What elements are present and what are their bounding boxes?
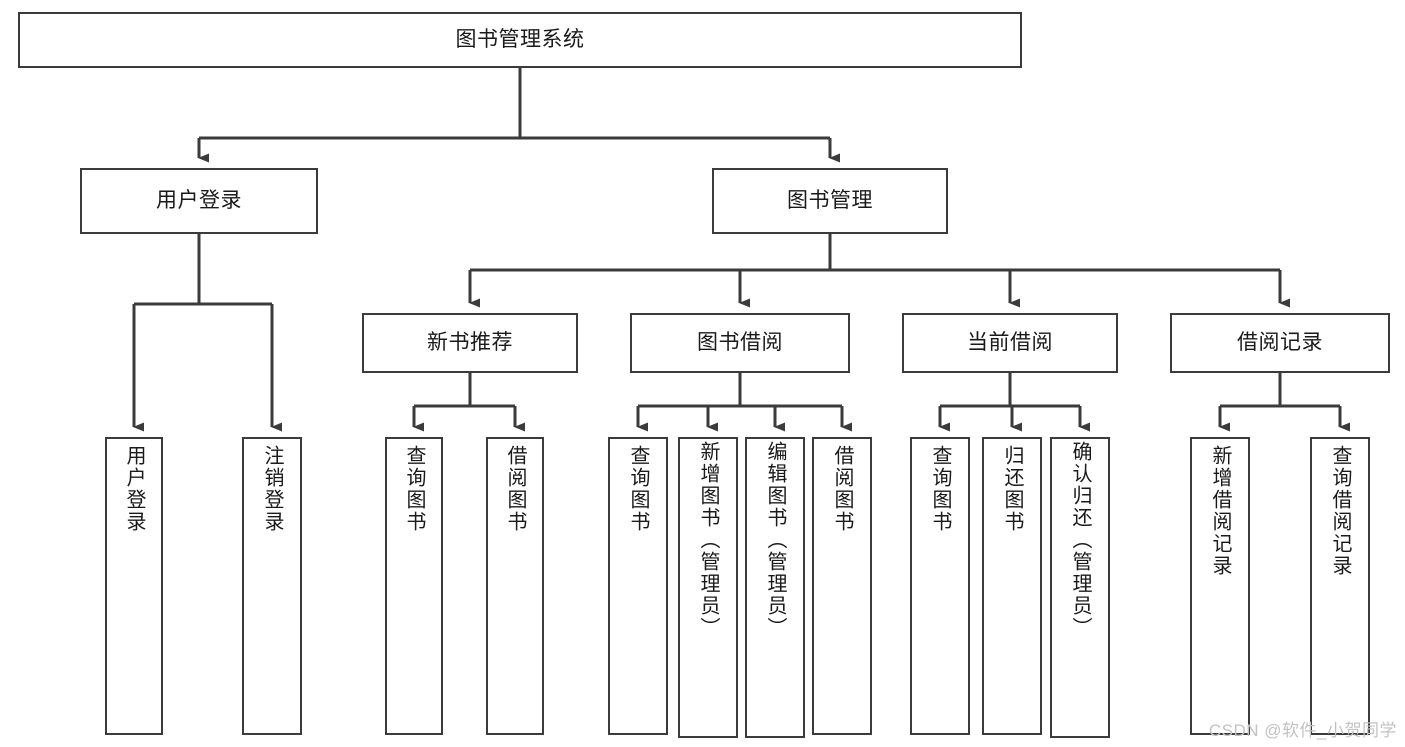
node-leaf-add-book-label: 新增图书（管理员）: [697, 441, 719, 639]
node-book-borrow-label: 图书借阅: [697, 330, 783, 354]
node-leaf-confirm-return-label: 确认归还（管理员）: [1069, 441, 1091, 639]
node-leaf-edit-book[interactable]: 编辑图书（管理员）: [745, 437, 805, 738]
node-book-manage[interactable]: 图书管理: [712, 168, 948, 234]
wire-group-new-book-recommend: [412, 373, 525, 432]
node-leaf-query-book-3[interactable]: 查询图书: [910, 437, 970, 735]
node-leaf-borrow-book-1-label: 借阅图书: [504, 445, 526, 533]
node-current-borrow-label: 当前借阅: [967, 330, 1053, 354]
node-leaf-logout-label: 注销登录: [261, 445, 283, 533]
node-leaf-edit-book-label: 编辑图书（管理员）: [764, 441, 786, 639]
node-leaf-borrow-book-2[interactable]: 借阅图书: [812, 437, 872, 735]
wire-group-user-login: [132, 234, 282, 432]
node-leaf-logout[interactable]: 注销登录: [242, 437, 302, 735]
node-leaf-return-book-label: 归还图书: [1001, 445, 1023, 533]
node-leaf-query-book-2[interactable]: 查询图书: [608, 437, 668, 735]
wire-group-root: [197, 68, 840, 163]
node-leaf-add-record[interactable]: 新增借阅记录: [1190, 437, 1250, 735]
node-leaf-add-book[interactable]: 新增图书（管理员）: [678, 437, 738, 738]
node-root[interactable]: 图书管理系统: [18, 12, 1022, 68]
node-leaf-query-book-2-label: 查询图书: [627, 445, 649, 533]
node-user-login-label: 用户登录: [156, 188, 242, 212]
csdn-watermark: CSDN @软件_小贺同学: [1208, 721, 1397, 740]
node-root-label: 图书管理系统: [455, 27, 585, 51]
node-leaf-query-book-1[interactable]: 查询图书: [385, 437, 443, 735]
node-leaf-confirm-return[interactable]: 确认归还（管理员）: [1050, 437, 1110, 738]
node-book-manage-label: 图书管理: [787, 188, 873, 212]
node-leaf-borrow-book-2-label: 借阅图书: [831, 445, 853, 533]
node-new-book-recommend[interactable]: 新书推荐: [362, 313, 578, 373]
node-borrow-record-label: 借阅记录: [1237, 330, 1323, 354]
node-current-borrow[interactable]: 当前借阅: [902, 313, 1118, 373]
node-new-book-recommend-label: 新书推荐: [427, 330, 513, 354]
node-leaf-user-login[interactable]: 用户登录: [105, 437, 163, 735]
node-leaf-query-book-1-label: 查询图书: [403, 445, 425, 533]
node-leaf-query-record[interactable]: 查询借阅记录: [1310, 437, 1370, 735]
wire-group-book-borrow: [636, 373, 852, 432]
node-leaf-query-record-label: 查询借阅记录: [1329, 445, 1351, 577]
node-user-login[interactable]: 用户登录: [80, 168, 318, 234]
node-leaf-user-login-label: 用户登录: [123, 445, 145, 533]
node-leaf-borrow-book-1[interactable]: 借阅图书: [486, 437, 544, 735]
wire-group-book-manage: [468, 234, 1290, 308]
node-leaf-add-record-label: 新增借阅记录: [1209, 445, 1231, 577]
node-book-borrow[interactable]: 图书借阅: [630, 313, 850, 373]
wire-group-current-borrow: [938, 373, 1090, 432]
node-leaf-query-book-3-label: 查询图书: [929, 445, 951, 533]
node-leaf-return-book[interactable]: 归还图书: [982, 437, 1042, 735]
wire-group-borrow-record: [1218, 373, 1350, 432]
node-borrow-record[interactable]: 借阅记录: [1170, 313, 1390, 373]
